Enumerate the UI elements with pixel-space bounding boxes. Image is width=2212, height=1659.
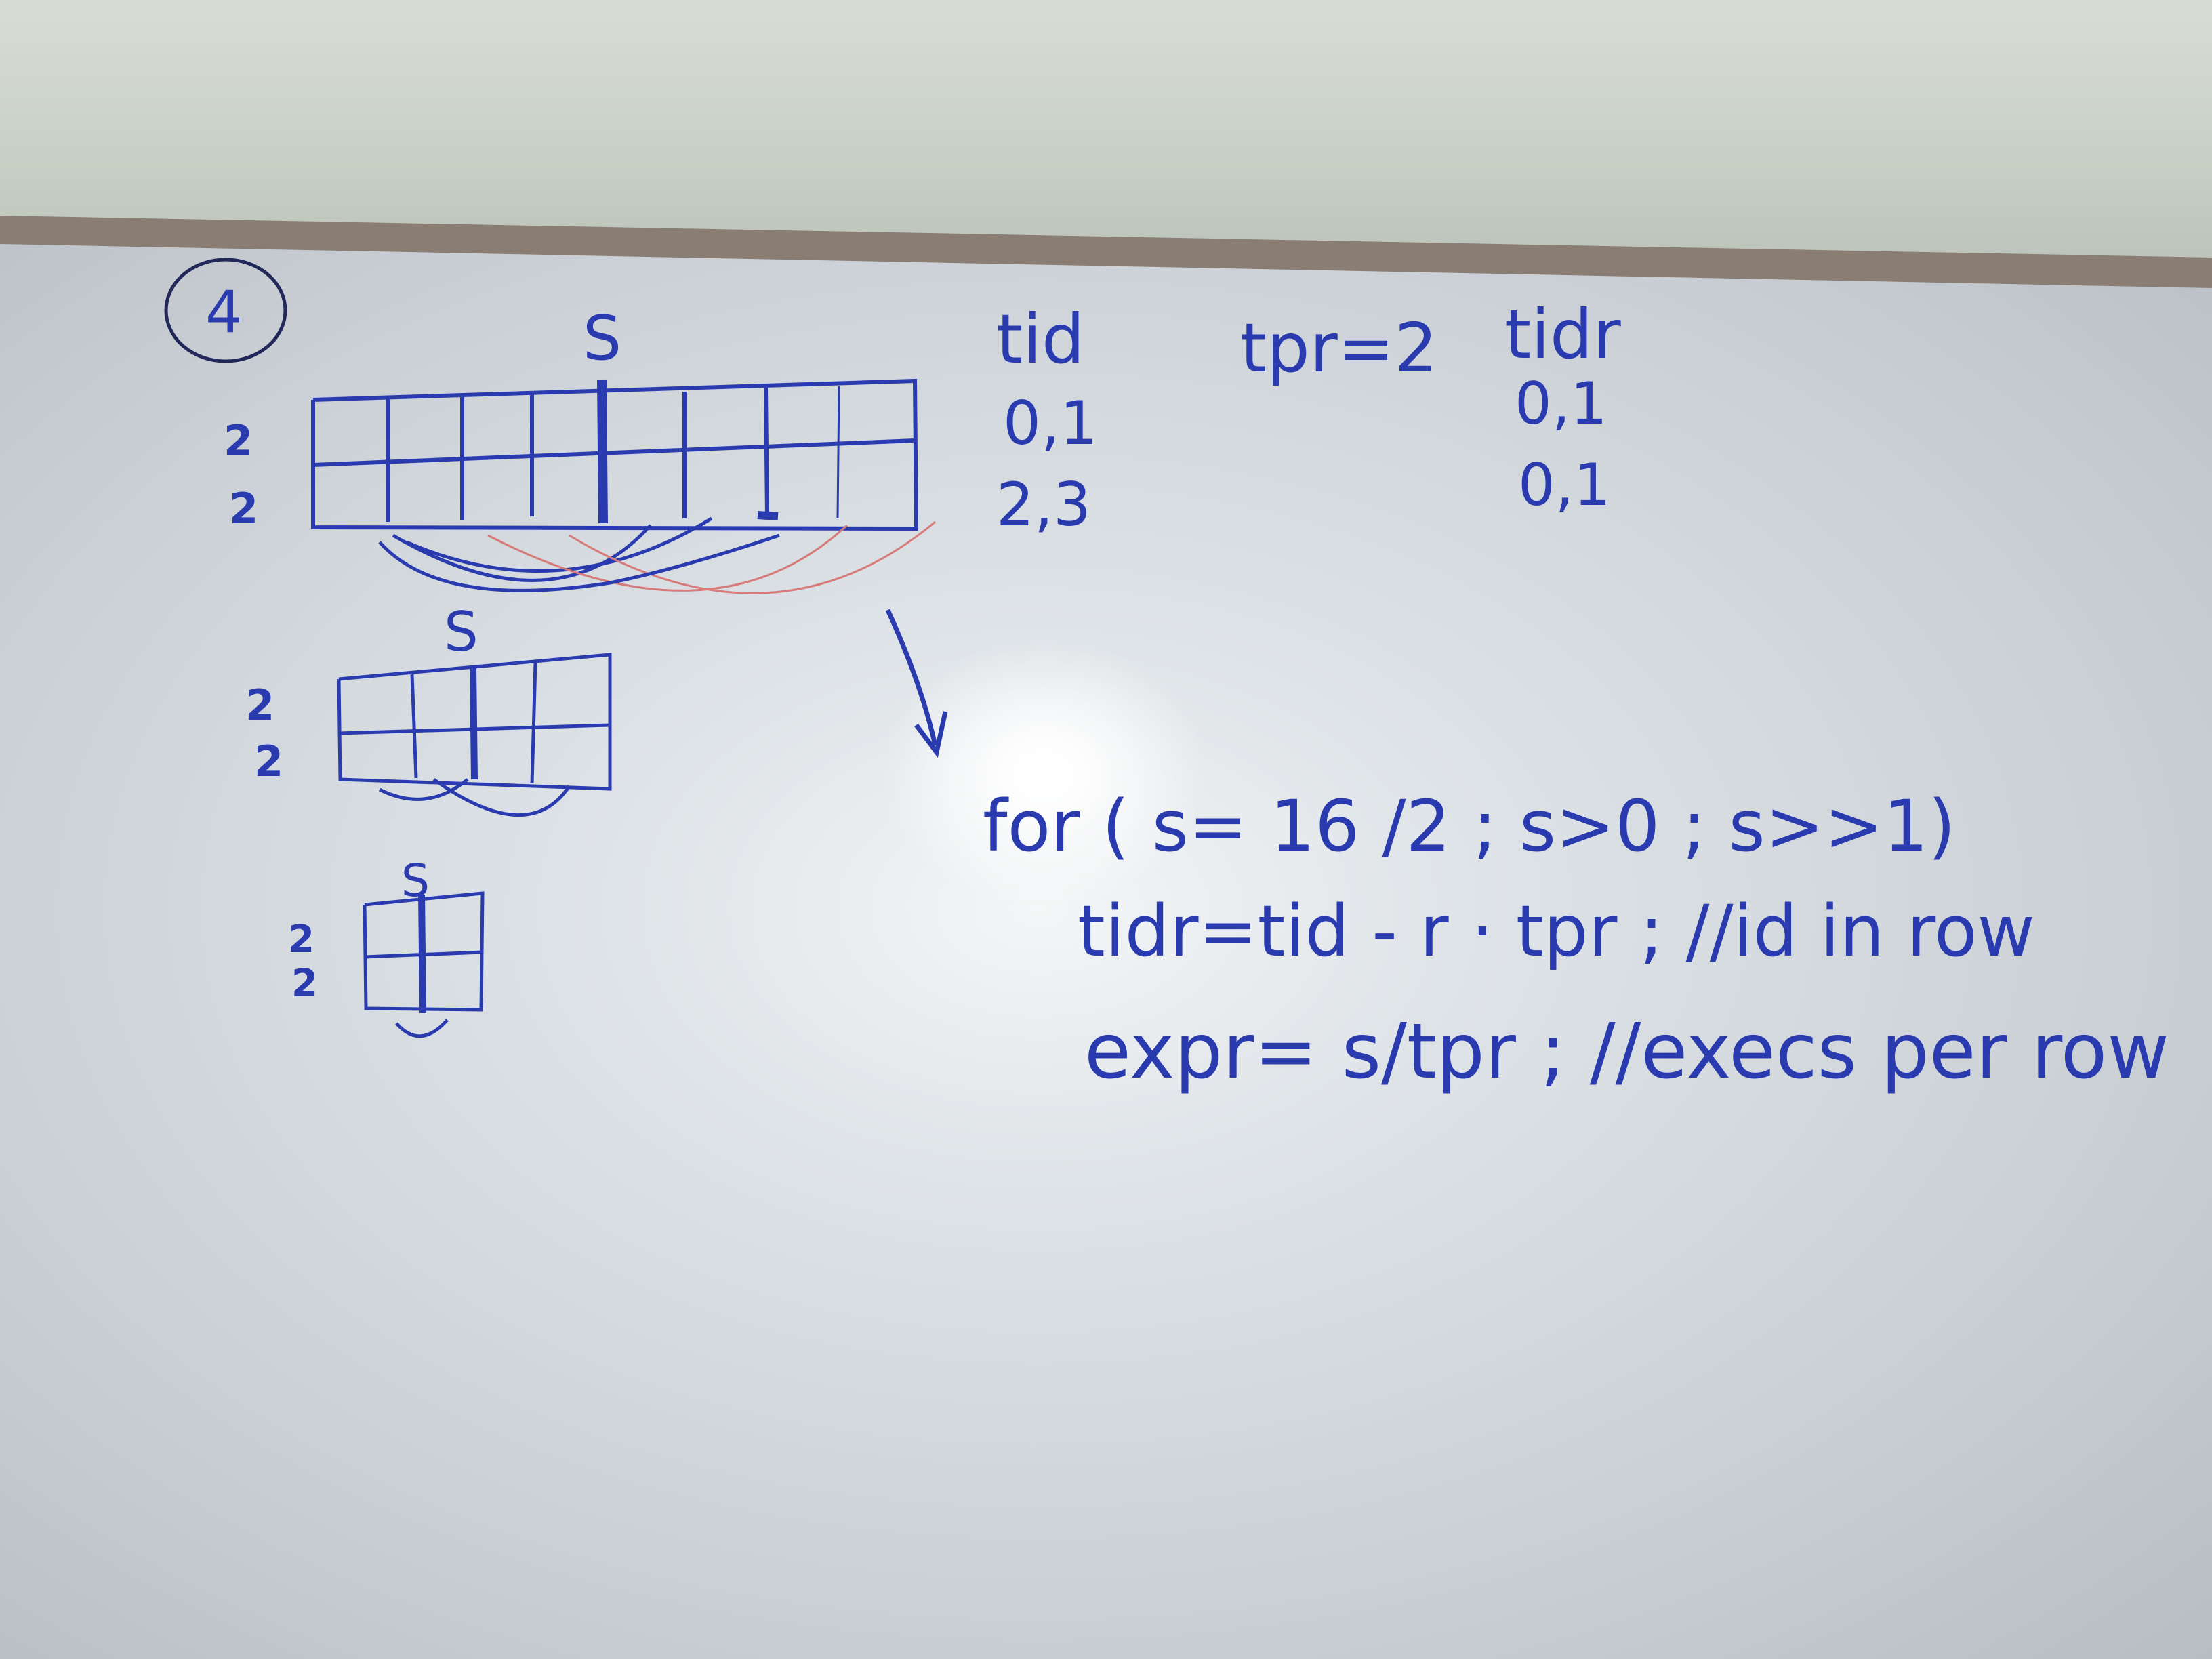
grid3 bbox=[363, 891, 485, 1038]
thread-table: tid tpr=2 tidr 0,1 2,3 0,1 0,1 bbox=[996, 295, 1621, 539]
grid2-arcs bbox=[378, 777, 571, 817]
table-header-tpr: tpr=2 bbox=[1240, 308, 1437, 388]
light-glare bbox=[881, 637, 1206, 908]
table-cell-tid-0: 0,1 bbox=[1003, 388, 1098, 458]
table-cell-tidr-1: 0,1 bbox=[1518, 451, 1611, 519]
grid1-arcs bbox=[378, 516, 936, 594]
down-arrow-icon bbox=[885, 609, 948, 758]
grid1-s-label: S bbox=[583, 303, 621, 374]
grid2-row-label-2: 2 bbox=[254, 737, 283, 786]
board-frame bbox=[0, 216, 2212, 295]
grid2-row-label-1: 2 bbox=[245, 680, 274, 730]
table-cell-tidr-0: 0,1 bbox=[1515, 370, 1607, 438]
circle-mark bbox=[164, 258, 287, 363]
code-line-3: expr= s/tpr ; //execs per row bbox=[1084, 1008, 2169, 1096]
board-number: 4 bbox=[205, 279, 243, 346]
grid1 bbox=[311, 378, 919, 531]
grid1-row-label-1: 2 bbox=[224, 416, 253, 466]
board-surface bbox=[0, 244, 2212, 1659]
code-block: for ( s= 16 /2 ; s>0 ; s>>1) tidr=tid - … bbox=[983, 785, 2169, 1096]
table-header-tid: tid bbox=[996, 300, 1084, 379]
grid1-row-label-2: 2 bbox=[229, 484, 258, 533]
table-header-tidr: tidr bbox=[1504, 295, 1621, 374]
grid2 bbox=[337, 653, 612, 791]
table-cell-tid-1: 2,3 bbox=[996, 470, 1091, 539]
grid2-s-label: S bbox=[444, 600, 478, 663]
code-line-1: for ( s= 16 /2 ; s>0 ; s>>1) bbox=[983, 785, 1956, 867]
grid3-row-label-1: 2 bbox=[288, 918, 314, 962]
code-line-2: tidr=tid - r · tpr ; //id in row bbox=[1078, 890, 2035, 972]
grid3-row-label-2: 2 bbox=[291, 962, 318, 1006]
